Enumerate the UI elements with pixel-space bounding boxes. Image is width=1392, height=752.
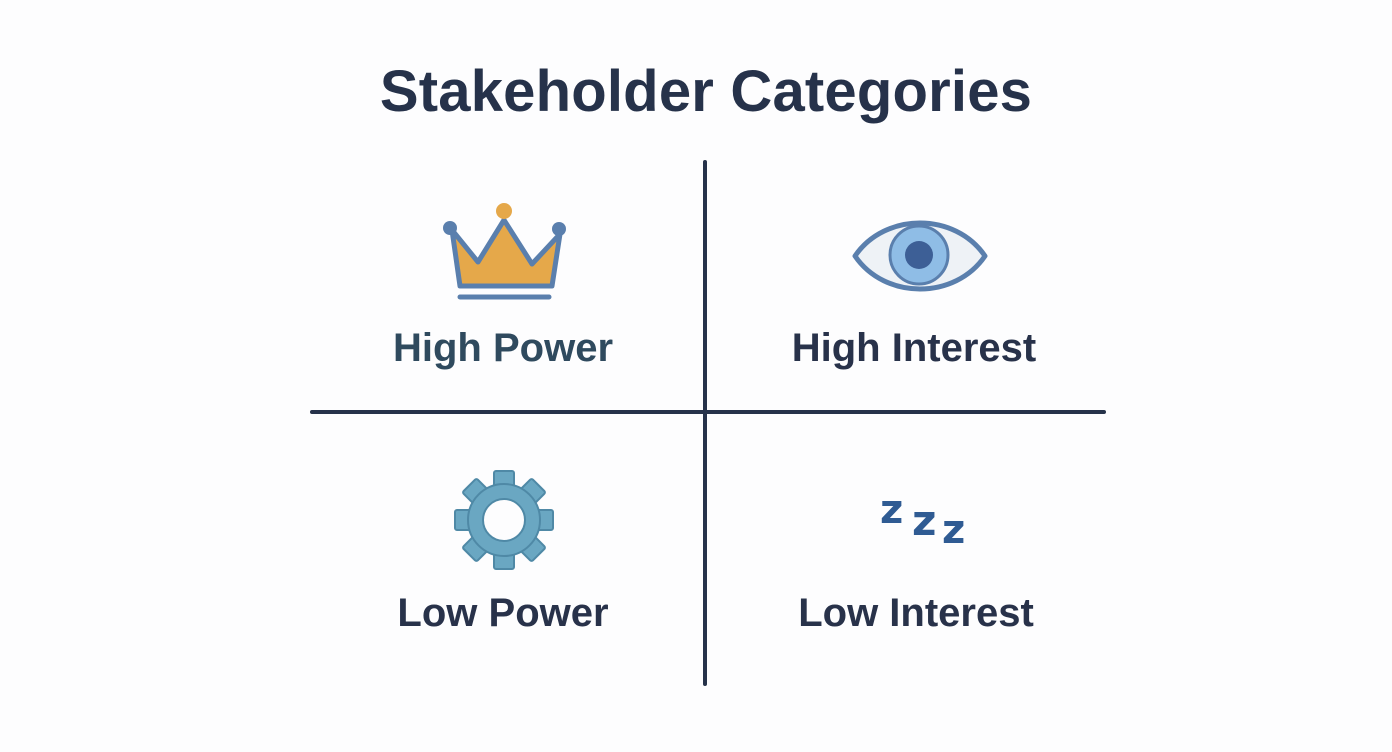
vertical-divider xyxy=(703,160,707,686)
page-title: Stakeholder Categories xyxy=(379,59,1033,124)
zzz-icon-z: z xyxy=(912,496,937,545)
zzz-icon-z: z xyxy=(880,487,904,533)
quadrant-label-high-interest: High Interest xyxy=(791,326,1037,370)
zzz-icon-z: z xyxy=(942,507,966,553)
zzz-icon: z z z xyxy=(876,480,986,560)
crown-icon xyxy=(443,203,566,300)
quadrant-label-low-power: Low Power xyxy=(397,591,609,635)
quadrant-label-high-power: High Power xyxy=(392,326,614,370)
horizontal-divider xyxy=(310,410,1106,414)
quadrant-label-low-interest: Low Interest xyxy=(798,591,1034,635)
gear-icon xyxy=(454,470,554,570)
eye-icon xyxy=(852,220,988,292)
